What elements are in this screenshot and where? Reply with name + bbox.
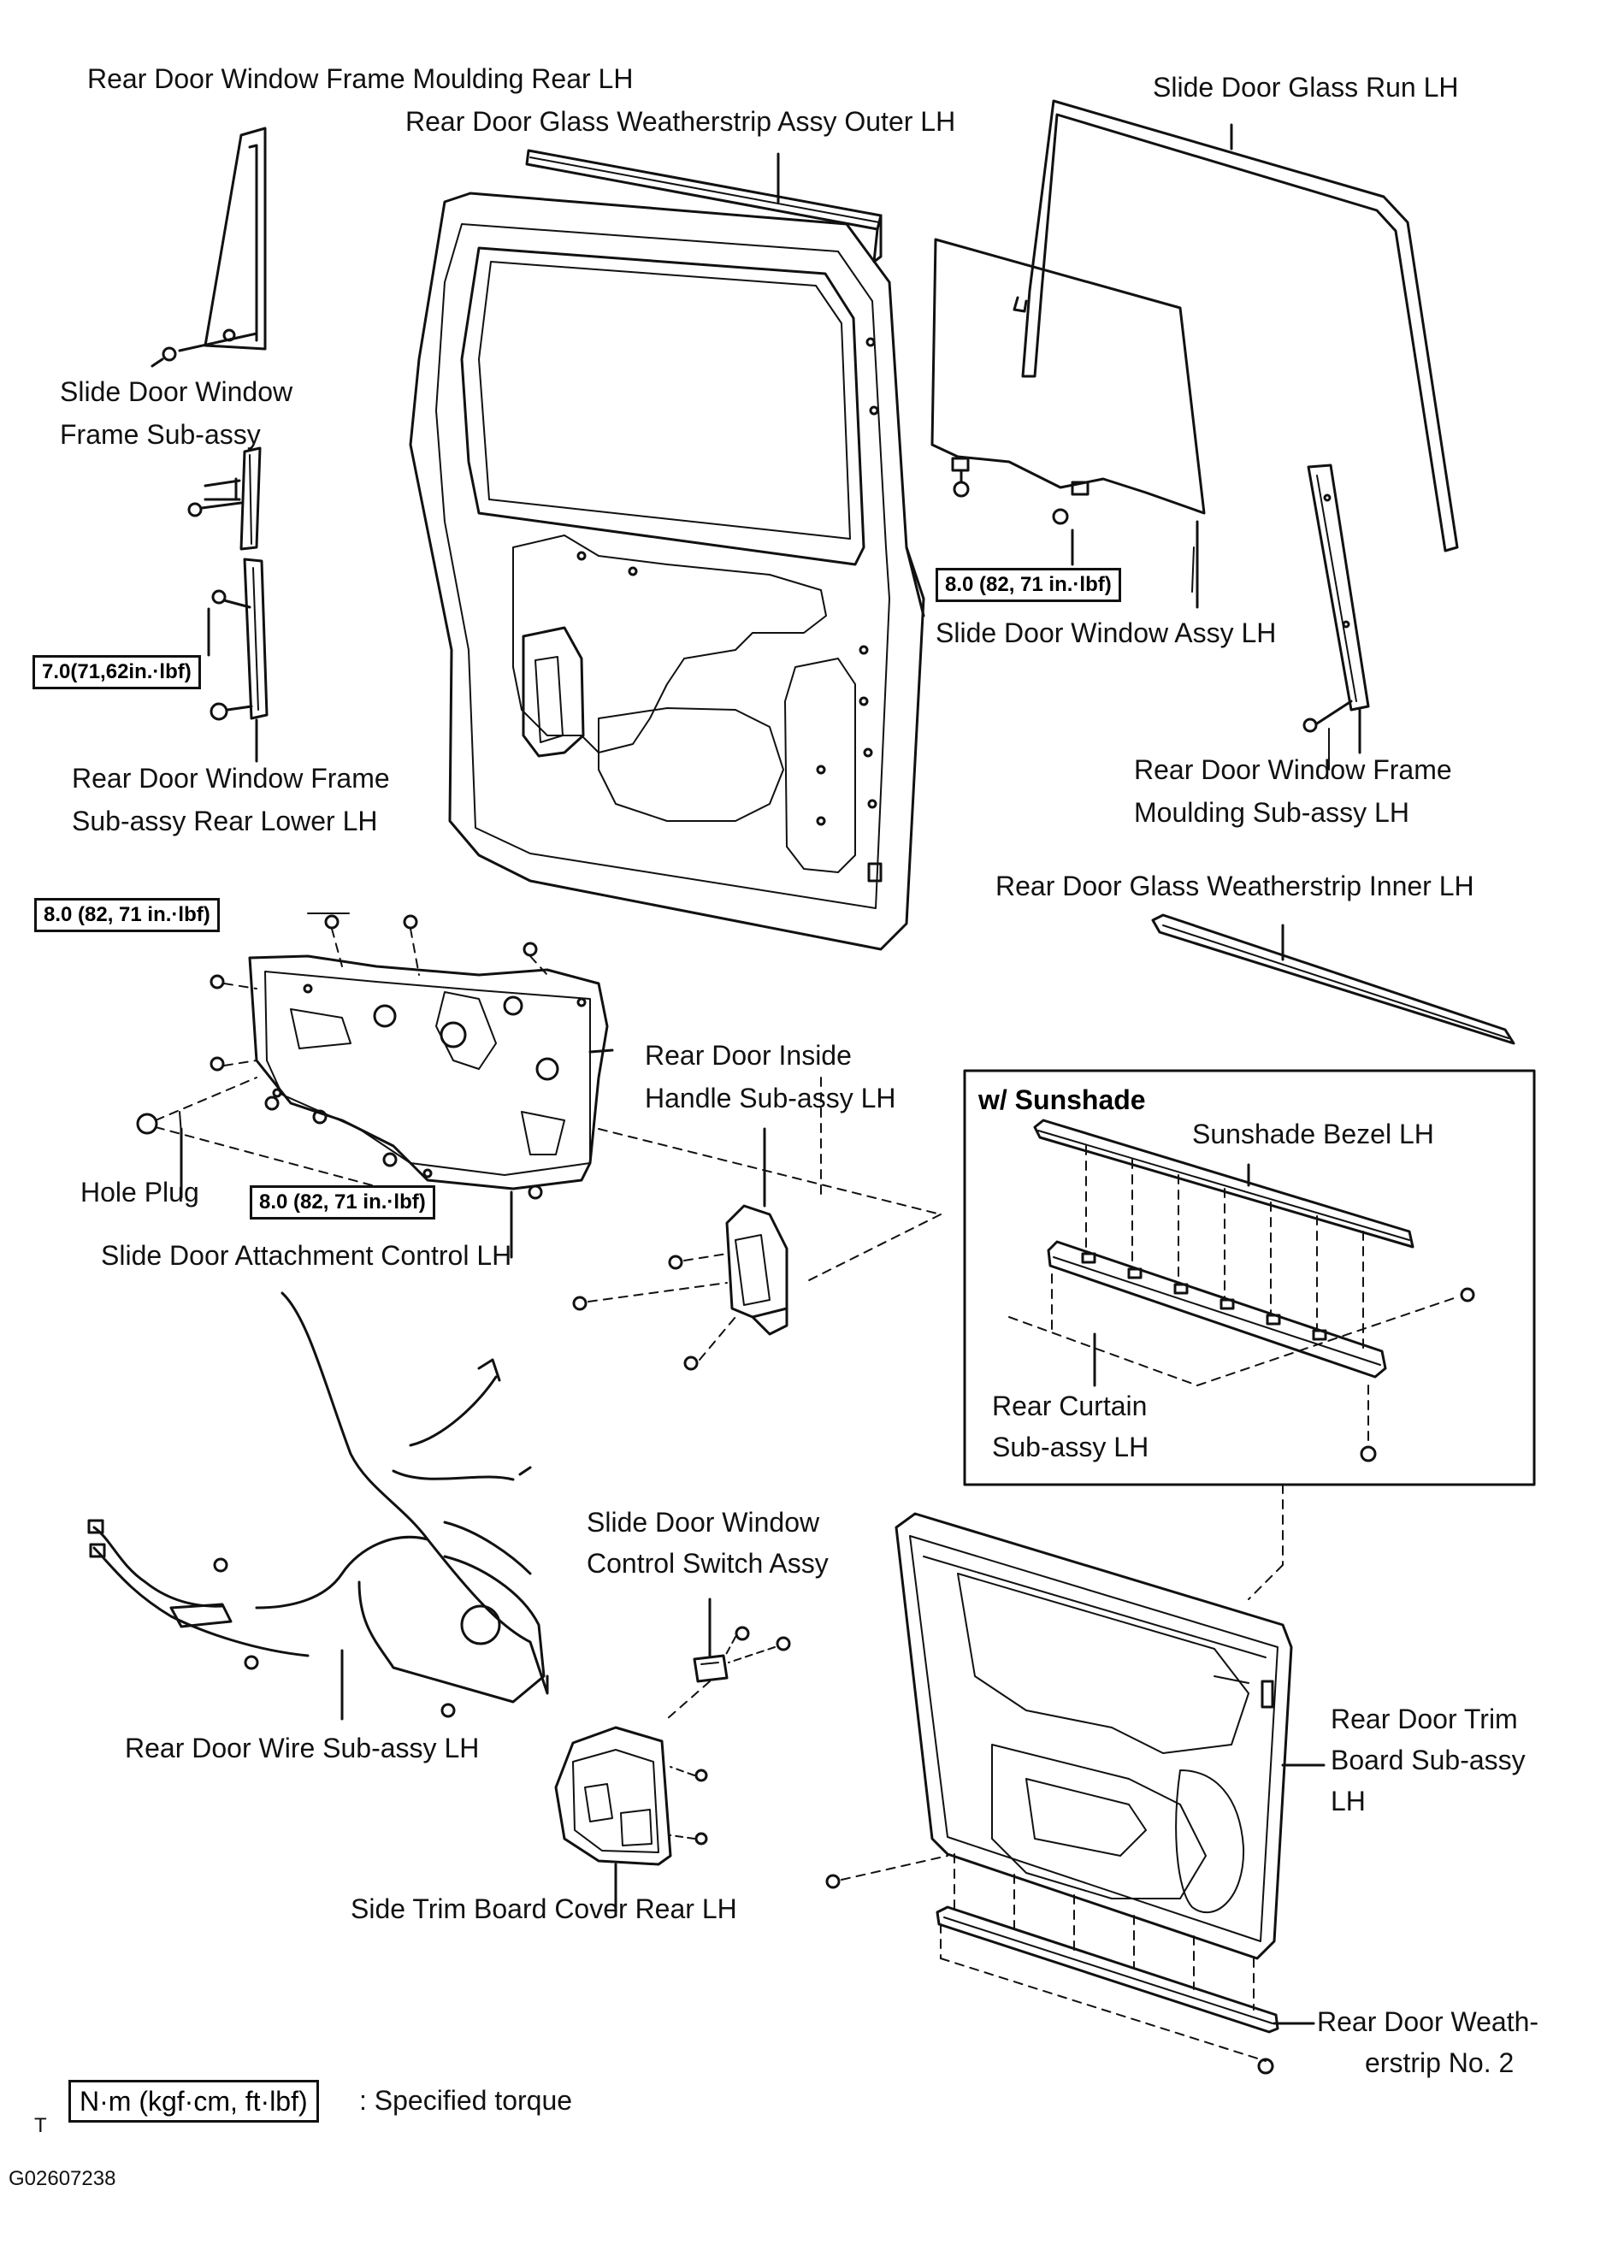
bolt-icon	[668, 1255, 683, 1270]
screw-icon	[1360, 1445, 1377, 1462]
frame-moulding-rear-part	[151, 127, 267, 368]
screw-icon	[1302, 718, 1318, 733]
sunshade-inset-title: w/ Sunshade	[978, 1084, 1146, 1115]
switch-assy-part	[666, 1598, 791, 1720]
bolt-icon	[312, 1109, 328, 1125]
nut-icon	[210, 702, 228, 721]
bolt-icon	[523, 942, 538, 957]
screw-icon	[1257, 2058, 1274, 2075]
label-inside-handle-1: Rear Door Inside	[645, 1040, 852, 1071]
screw-icon	[162, 346, 177, 362]
label-inside-handle-2: Handle Sub-assy LH	[645, 1083, 896, 1113]
torque-control-top: 8.0 (82, 71 in.·lbf)	[34, 898, 220, 932]
weatherstrip-no2-part	[936, 1905, 1315, 2075]
label-trim-board-1: Rear Door Trim	[1331, 1704, 1518, 1734]
label-attachment-control: Slide Door Attachment Control LH	[101, 1240, 512, 1271]
figure-code: G02607238	[9, 2167, 116, 2190]
bolt-icon	[683, 1355, 699, 1371]
label-frame-moulding-rear: Rear Door Window Frame Moulding Rear LH	[87, 63, 634, 94]
screw-icon	[187, 502, 203, 517]
label-frame-rear-lower-2: Sub-assy Rear Lower LH	[72, 806, 378, 836]
attachment-control-part	[248, 954, 614, 1190]
label-switch-assy-2: Control Switch Assy	[587, 1548, 829, 1579]
label-weatherstrip-no2-2: erstrip No. 2	[1365, 2047, 1515, 2078]
window-glass-part	[930, 238, 1206, 609]
bolt-icon	[210, 1056, 225, 1072]
label-frame-moulding-subassy-1: Rear Door Window Frame	[1134, 754, 1452, 785]
label-sunshade-bezel: Sunshade Bezel LH	[1192, 1119, 1434, 1149]
bolt-icon	[324, 914, 340, 930]
bolt-icon	[1052, 508, 1069, 525]
screw-icon	[694, 1769, 708, 1782]
label-trim-cover: Side Trim Board Cover Rear LH	[351, 1893, 737, 1924]
torque-control-bottom: 8.0 (82, 71 in.·lbf)	[250, 1185, 435, 1220]
window-frame-subassy-part	[187, 446, 262, 551]
torque-legend-text: : Specified torque	[359, 2085, 573, 2116]
label-weatherstrip-outer: Rear Door Glass Weatherstrip Assy Outer …	[405, 106, 956, 137]
label-weatherstrip-inner: Rear Door Glass Weatherstrip Inner LH	[995, 871, 1474, 901]
trim-leader-lines	[940, 1853, 1267, 2062]
screw-icon	[211, 589, 227, 605]
screw-icon	[694, 1832, 708, 1846]
hole-plug-icon	[136, 1113, 158, 1135]
bolt-icon	[953, 481, 970, 498]
bolt-icon	[440, 1703, 456, 1718]
weatherstrip-outer-part	[525, 149, 883, 263]
screw-icon	[735, 1626, 750, 1641]
inside-handle-part	[572, 1127, 788, 1371]
bolt-icon	[572, 1296, 588, 1311]
torque-legend-box: N·m (kgf·cm, ft·lbf)	[68, 2080, 319, 2123]
door-inner-panel	[409, 192, 925, 951]
screw-icon	[776, 1636, 791, 1651]
frame-rear-lower-part	[207, 558, 269, 763]
label-window-frame-subassy-2: Frame Sub-assy	[60, 419, 261, 450]
label-rear-curtain-1: Rear Curtain	[992, 1391, 1148, 1421]
torque-legend-marker: T	[34, 2114, 47, 2137]
glass-run-part	[1021, 99, 1459, 552]
sunshade-inset-box	[963, 1069, 1536, 1486]
label-window-frame-subassy-1: Slide Door Window	[60, 376, 293, 407]
sunshade-leader-lines	[1008, 1145, 1460, 1600]
screw-icon	[825, 1874, 841, 1889]
label-glass-run: Slide Door Glass Run LH	[1153, 72, 1459, 103]
screw-icon	[1460, 1287, 1475, 1302]
torque-frame: 7.0(71,62in.·lbf)	[32, 655, 201, 689]
label-frame-rear-lower-1: Rear Door Window Frame	[72, 763, 390, 794]
label-switch-assy-1: Slide Door Window	[587, 1507, 820, 1538]
trim-cover-part	[554, 1726, 708, 1917]
label-hole-plug: Hole Plug	[80, 1177, 199, 1208]
bolt-icon	[264, 1096, 280, 1111]
frame-moulding-subassy-part	[1302, 464, 1370, 754]
label-wire-subassy: Rear Door Wire Sub-assy LH	[125, 1733, 480, 1763]
control-leader-lines	[155, 928, 942, 1284]
wire-subassy-part	[87, 1291, 549, 1721]
torque-window: 8.0 (82, 71 in.·lbf)	[936, 568, 1121, 602]
bolt-icon	[210, 974, 225, 989]
bolt-icon	[528, 1184, 543, 1200]
rear-curtain-part	[1047, 1240, 1387, 1379]
label-trim-board-2: Board Sub-assy	[1331, 1745, 1526, 1775]
label-rear-curtain-2: Sub-assy LH	[992, 1432, 1149, 1462]
trim-board-part	[825, 1512, 1326, 1960]
label-leader-lines	[179, 546, 1330, 1135]
label-weatherstrip-no2-1: Rear Door Weath-	[1317, 2006, 1539, 2037]
label-window-assy: Slide Door Window Assy LH	[936, 617, 1277, 648]
label-trim-board-3: LH	[1331, 1786, 1366, 1816]
label-frame-moulding-subassy-2: Moulding Sub-assy LH	[1134, 797, 1409, 828]
bolt-icon	[213, 1557, 228, 1573]
bolt-icon	[403, 914, 418, 930]
weatherstrip-inner-part	[1151, 913, 1515, 1045]
sunshade-bezel-part	[1033, 1119, 1414, 1249]
bolt-icon	[382, 1152, 398, 1167]
bolt-icon	[244, 1655, 259, 1670]
